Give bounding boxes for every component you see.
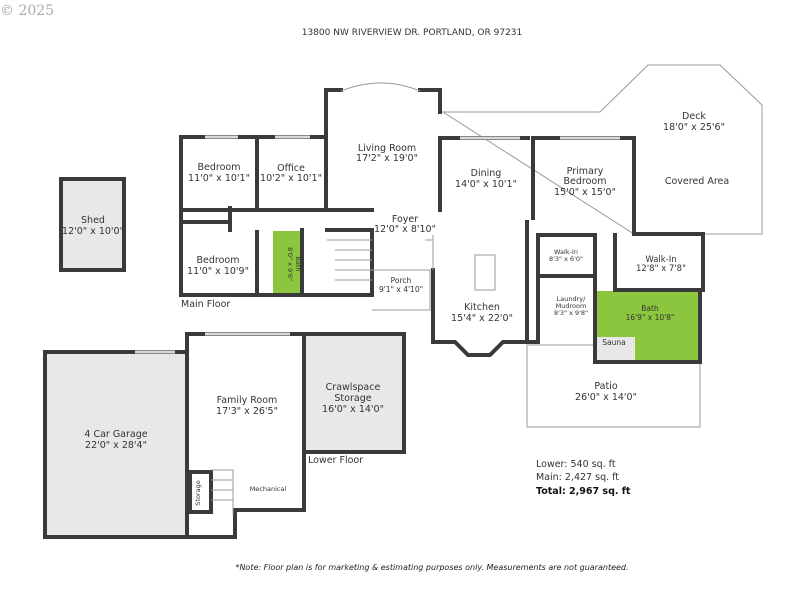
- living-size: 17'2" x 19'0": [356, 153, 418, 164]
- crawlspace-room: [302, 332, 406, 454]
- primary-size: 15'0" x 15'0": [554, 187, 616, 198]
- bath2-size: 16'9" x 10'8": [626, 313, 675, 322]
- kitchen-island: [474, 254, 496, 291]
- shed-name: Shed: [81, 215, 105, 226]
- lower-floor-plan: [43, 332, 406, 539]
- lower-floor-label: Lower Floor: [308, 455, 363, 466]
- bath-fill: [273, 231, 302, 294]
- main-floor-walls: [179, 88, 705, 364]
- family-size: 17'3" x 26'5": [216, 406, 278, 417]
- bath1-size: 8'0" x 9'6": [286, 247, 294, 281]
- laundry-size: 8'3" x 9'8": [554, 309, 588, 317]
- patio-size: 26'0" x 14'0": [575, 392, 637, 403]
- area-total: Total: 2,967 sq. ft: [536, 486, 631, 497]
- garage-size: 22'0" x 28'4": [85, 440, 147, 451]
- mechanical-name: Mechanical: [250, 485, 287, 493]
- covered-area: Covered Area: [665, 176, 729, 187]
- foyer-name: Foyer: [392, 214, 418, 225]
- bay-window: [340, 82, 421, 92]
- lower-stairs: [211, 469, 234, 515]
- porch-size: 9'1" x 4'10": [379, 285, 423, 294]
- main-floor-plan: [59, 64, 763, 428]
- primary-name1: Primary: [567, 166, 604, 177]
- address-title: 13800 NW RIVERVIEW DR. PORTLAND, OR 9723…: [302, 28, 523, 38]
- shed-size: 12'0" x 10'0": [62, 226, 124, 237]
- copyright-watermark: © 2025: [0, 3, 54, 19]
- area-lower: Lower: 540 sq. ft: [536, 459, 616, 470]
- sauna-name: Sauna: [602, 338, 625, 347]
- walkin1-size: 8'3" x 6'0": [549, 255, 583, 263]
- crawl-size: 16'0" x 14'0": [322, 404, 384, 415]
- walkin2-name: Walk-In: [645, 255, 676, 265]
- stairs-porch: [327, 235, 434, 311]
- sauna-fill: [597, 337, 635, 361]
- laundry-name2: Mudroom: [556, 302, 587, 310]
- deck-size: 18'0" x 25'6": [663, 122, 725, 133]
- dining-name: Dining: [471, 168, 502, 179]
- dining-size: 14'0" x 10'1": [455, 179, 517, 190]
- deck-outline: [441, 64, 763, 235]
- porch-name: Porch: [391, 276, 412, 285]
- deck-name: Deck: [682, 111, 706, 122]
- bedroom2-size: 11'0" x 10'9": [187, 266, 249, 277]
- garage-name: 4 Car Garage: [84, 429, 147, 440]
- primary-name2: Bedroom: [564, 176, 607, 187]
- walkin2-size: 12'8" x 7'8": [636, 264, 686, 274]
- bedroom1-name: Bedroom: [198, 162, 241, 173]
- bedroom2-name: Bedroom: [197, 255, 240, 266]
- crawl-name1: Crawlspace: [326, 382, 381, 393]
- foyer-size: 12'0" x 8'10": [374, 224, 436, 235]
- family-name: Family Room: [217, 395, 278, 406]
- kitchen-size: 15'4" x 22'0": [451, 313, 513, 324]
- bath1-name: Bath: [294, 256, 302, 271]
- disclaimer-note: *Note: Floor plan is for marketing & est…: [235, 563, 628, 572]
- laundry-name1: Laundry/: [557, 295, 586, 303]
- office-size: 10'2" x 10'1": [260, 173, 322, 184]
- family-room-walls: [185, 332, 306, 539]
- bedroom1-size: 11'0" x 10'1": [188, 173, 250, 184]
- room-labels: Shed 12'0" x 10'0" Bedroom 11'0" x 10'1"…: [62, 111, 729, 506]
- kitchen-name: Kitchen: [464, 302, 500, 313]
- bath2-name: Bath: [641, 304, 659, 313]
- area-main: Main: 2,427 sq. ft: [536, 472, 619, 483]
- garage-room: [43, 350, 189, 539]
- walkin1-name: Walk-In: [554, 248, 578, 256]
- living-name: Living Room: [358, 143, 416, 154]
- patio-name: Patio: [594, 381, 617, 392]
- shed-room: [59, 177, 126, 272]
- crawl-name2: Storage: [334, 393, 371, 404]
- main-floor-label: Main Floor: [181, 299, 230, 310]
- storage-name: Storage: [194, 480, 202, 505]
- storage-closet: [188, 470, 213, 514]
- office-name: Office: [277, 163, 305, 174]
